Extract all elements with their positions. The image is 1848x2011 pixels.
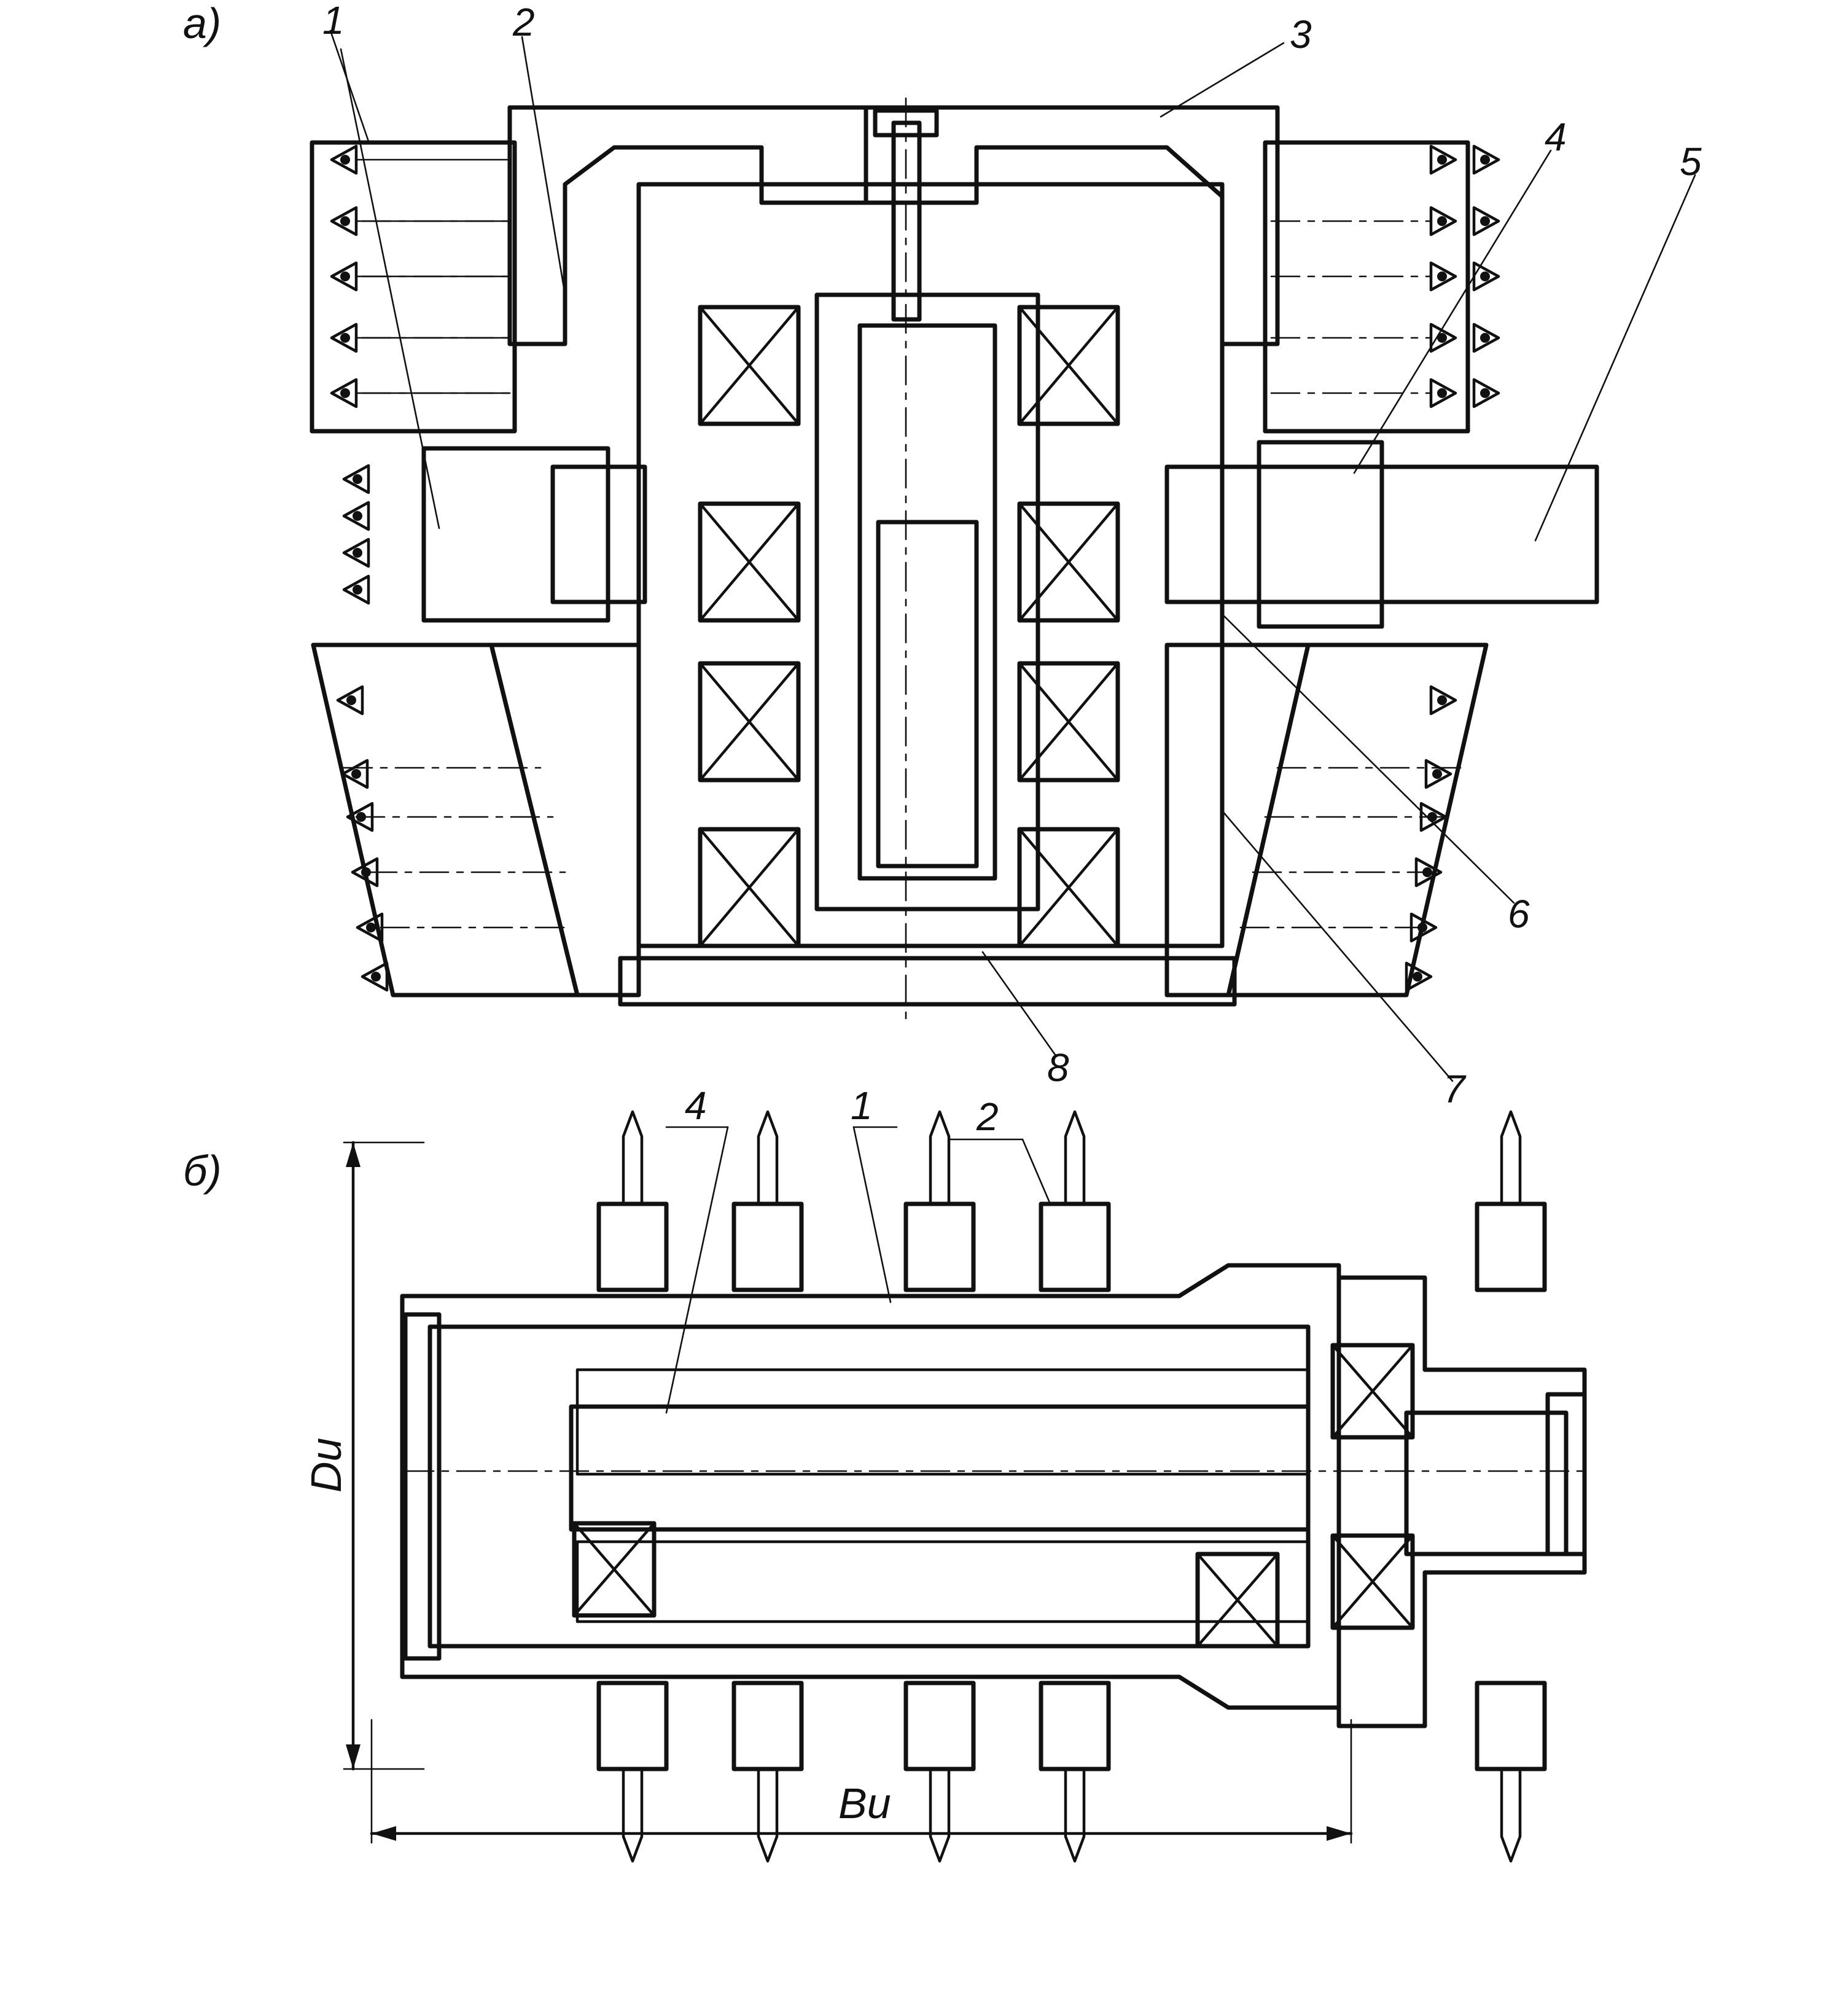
right-lower-drum bbox=[1164, 642, 1489, 998]
bearings-a bbox=[698, 305, 1120, 948]
left-lower-teeth bbox=[336, 685, 389, 992]
bearing bbox=[698, 501, 801, 623]
bearing bbox=[1330, 1343, 1415, 1440]
cutter-tooth bbox=[356, 912, 384, 943]
pick bbox=[596, 1110, 669, 1292]
cutter-tooth bbox=[1424, 759, 1452, 789]
figure-b: б) Dи bbox=[183, 1084, 1587, 1863]
cutter-tooth bbox=[330, 206, 358, 236]
top-housing bbox=[507, 105, 1280, 346]
cutter-tooth bbox=[1429, 685, 1457, 716]
cutter-tooth bbox=[1472, 144, 1500, 175]
left-upper-teeth bbox=[330, 144, 511, 408]
callout-a-8: 8 bbox=[1047, 1045, 1069, 1090]
right-hub bbox=[1336, 1275, 1587, 1728]
bearing bbox=[698, 661, 801, 783]
dimension-height: Dи bbox=[302, 1141, 425, 1771]
cutter-tooth bbox=[342, 537, 370, 568]
bearing bbox=[572, 1521, 657, 1618]
callout-a-1: 1 bbox=[322, 0, 345, 42]
dimension-width: Bи bbox=[370, 1719, 1353, 1844]
figure-a: а) bbox=[183, 0, 1702, 1111]
right-upper-teeth bbox=[1429, 144, 1500, 408]
pick bbox=[903, 1110, 976, 1292]
output-shaft bbox=[1164, 440, 1599, 629]
callouts-a: 1 2 3 4 5 6 7 8 bbox=[322, 0, 1702, 1111]
left-stub bbox=[342, 446, 647, 623]
callout-a-4: 4 bbox=[1545, 115, 1567, 159]
figure-a-tag: а) bbox=[183, 0, 221, 47]
cutter-tooth bbox=[346, 802, 374, 832]
pick bbox=[1039, 1110, 1111, 1292]
cutter-tooth bbox=[1429, 378, 1457, 408]
cutter-tooth bbox=[336, 685, 364, 716]
cutter-tooth bbox=[1414, 857, 1443, 888]
cutter-tooth bbox=[330, 261, 358, 292]
cutter-tooth bbox=[342, 501, 370, 531]
pick bbox=[731, 1681, 804, 1863]
callout-b-4: 4 bbox=[685, 1084, 707, 1128]
picks-top bbox=[596, 1110, 1547, 1292]
leaders-b bbox=[665, 1126, 1051, 1414]
callout-a-3: 3 bbox=[1290, 12, 1312, 57]
cutter-tooth bbox=[1472, 378, 1500, 408]
bearing bbox=[1017, 501, 1120, 623]
cutter-tooth bbox=[341, 759, 369, 789]
cutter-tooth bbox=[1429, 322, 1457, 353]
callout-b-1: 1 bbox=[851, 1084, 873, 1128]
bottom-plate bbox=[618, 956, 1237, 1007]
cutter-tooth bbox=[342, 464, 370, 494]
cutter-tooth bbox=[1429, 144, 1457, 175]
callout-a-7: 7 bbox=[1443, 1067, 1467, 1111]
picks-bottom bbox=[596, 1681, 1547, 1863]
cutter-tooth bbox=[342, 574, 370, 605]
cutter-tooth bbox=[1405, 961, 1433, 992]
callout-a-5: 5 bbox=[1680, 139, 1702, 184]
bearing bbox=[1330, 1533, 1415, 1630]
cutter-tooth bbox=[1429, 261, 1457, 292]
bearing bbox=[1195, 1552, 1280, 1649]
pick bbox=[1475, 1681, 1547, 1863]
pick bbox=[903, 1681, 976, 1863]
pick bbox=[731, 1110, 804, 1292]
bearings-b bbox=[572, 1343, 1415, 1649]
cutter-tooth bbox=[330, 378, 358, 408]
left-end-plate bbox=[403, 1312, 442, 1661]
bearing bbox=[1017, 827, 1120, 948]
cutter-tooth bbox=[361, 961, 389, 992]
cutter-tooth bbox=[330, 322, 358, 353]
dimension-height-label: Dи bbox=[302, 1438, 350, 1493]
central-shaft-assembly bbox=[636, 97, 1225, 1021]
cutter-tooth bbox=[1472, 206, 1500, 236]
bearing bbox=[1017, 305, 1120, 426]
callout-b-2: 2 bbox=[976, 1095, 999, 1139]
cutter-tooth bbox=[1472, 261, 1500, 292]
cutter-tooth bbox=[1409, 912, 1438, 943]
bearing bbox=[1017, 661, 1120, 783]
leaders-a bbox=[329, 29, 1696, 1082]
dimension-width-label: Bи bbox=[838, 1779, 891, 1827]
callout-a-2: 2 bbox=[512, 0, 535, 44]
bearing bbox=[698, 827, 801, 948]
bearing bbox=[698, 305, 801, 426]
cutter-tooth bbox=[351, 857, 379, 888]
callout-a-6: 6 bbox=[1508, 892, 1530, 936]
pick bbox=[596, 1681, 669, 1863]
figure-b-tag: б) bbox=[183, 1147, 222, 1195]
cutter-tooth bbox=[1429, 206, 1457, 236]
pick bbox=[1475, 1110, 1547, 1292]
pick bbox=[1039, 1681, 1111, 1863]
cutter-tooth bbox=[330, 144, 358, 175]
callouts-b: 4 1 2 bbox=[685, 1084, 999, 1139]
cutter-tooth bbox=[1472, 322, 1500, 353]
